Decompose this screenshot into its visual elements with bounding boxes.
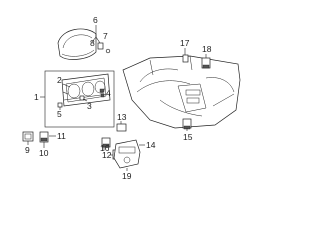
callout-9: 9: [25, 145, 30, 155]
switch-17: [182, 54, 189, 63]
switch-assembly-19: [113, 139, 141, 169]
switch-10: [39, 131, 49, 143]
switch-9: [22, 131, 34, 142]
parts-diagram: 1 2 3 4 5 6 7 8 9 10 11 12 13 14 15 16 1…: [22, 15, 241, 180]
switch-18: [201, 57, 211, 69]
callout-5: 5: [57, 109, 62, 119]
bulb-socket-4: [99, 88, 105, 98]
switch-16: [101, 137, 111, 148]
callout-13: 13: [117, 112, 127, 122]
callout-3: 3: [87, 101, 92, 111]
callout-11: 11: [57, 131, 66, 141]
bulb-socket-3: [79, 95, 85, 101]
cluster-bezel: [57, 28, 97, 60]
callout-18: 18: [202, 44, 212, 54]
callout-10: 10: [39, 148, 49, 158]
callout-14: 14: [146, 140, 156, 150]
screw-8: [105, 48, 111, 54]
instrument-panel: [122, 55, 241, 129]
callout-7: 7: [103, 31, 108, 41]
switch-13: [116, 123, 127, 132]
callout-17: 17: [180, 38, 190, 48]
callout-1: 1: [34, 92, 39, 102]
callout-19: 19: [122, 171, 132, 180]
cluster-lens: [65, 77, 107, 103]
callout-4: 4: [106, 88, 111, 98]
callout-8: 8: [90, 38, 95, 48]
callout-16: 16: [100, 143, 110, 153]
callout-2: 2: [57, 75, 62, 85]
switch-15: [182, 118, 192, 130]
clip-7: [97, 42, 104, 50]
instrument-cluster: [61, 73, 111, 107]
cluster-group-box: [44, 70, 115, 128]
callout-12: 12: [102, 150, 112, 160]
callout-6: 6: [93, 15, 98, 25]
callout-15: 15: [183, 132, 193, 142]
screw-5: [57, 102, 63, 108]
